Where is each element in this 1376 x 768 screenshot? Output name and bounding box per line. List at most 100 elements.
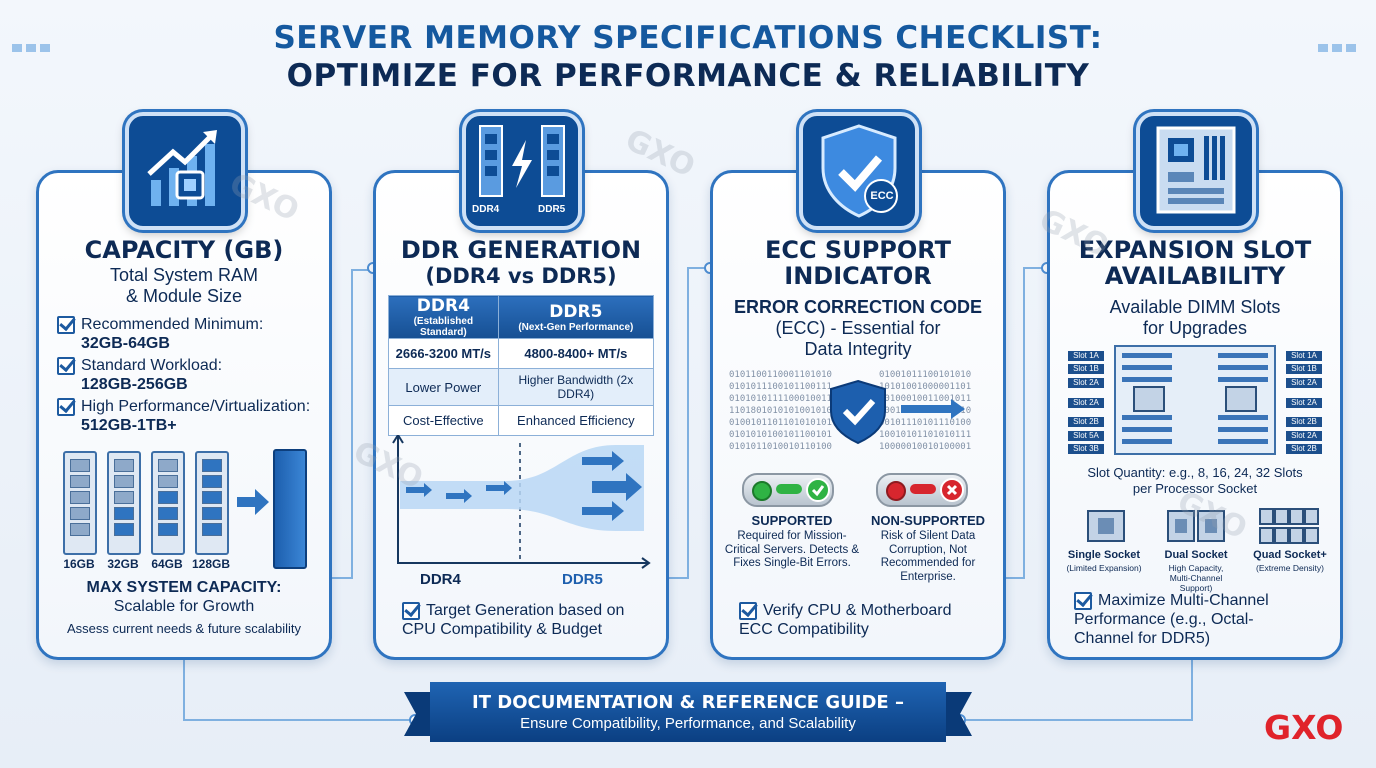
unsupported-description: Risk of Silent Data Corruption, Not Reco… <box>880 530 976 583</box>
bandwidth-flow-diagram <box>392 435 651 569</box>
svg-text:0101010111100010011: 0101010111100010011 <box>729 394 832 404</box>
svg-text:00101110101110100: 00101110101110100 <box>879 418 971 428</box>
module-label: 64GB <box>151 557 183 571</box>
slot-label: Slot 2A <box>1068 378 1104 388</box>
single-socket-icon <box>1087 510 1125 542</box>
icon-label-ddr4: DDR4 <box>472 204 500 215</box>
socket-desc: High Capacity, Multi-Channel Support) <box>1168 563 1224 593</box>
ddr-modules-icon: DDR4 DDR5 <box>462 112 582 230</box>
unsupported-indicator <box>876 473 968 507</box>
capacity-item-label: High Performance/Virtualization: <box>81 398 311 415</box>
motherboard-diagram <box>1114 345 1276 455</box>
ram-module-32gb <box>107 451 141 555</box>
expansion-title-line2: AVAILABILITY <box>1104 262 1286 290</box>
supported-description: Required for Mission-Critical Servers. D… <box>724 530 860 569</box>
ecc-shield-icon: ECC <box>799 112 919 230</box>
slot-label: Slot 1A <box>1068 351 1104 361</box>
max-capacity-subtitle: Scalable for Growth <box>113 598 255 615</box>
slot-quantity-line1: Slot Quantity: e.g., 8, 16, 24, 32 Slots <box>1087 465 1303 480</box>
slot-label: Slot 2A <box>1286 378 1322 388</box>
ram-module-16gb <box>63 451 97 555</box>
slot-label: Slot 3B <box>1068 444 1104 454</box>
socket-name: Quad Socket+ <box>1253 549 1327 561</box>
growth-chart-icon <box>125 112 245 230</box>
icon-label-ddr5: DDR5 <box>538 204 566 215</box>
socket-desc: (Extreme Density) <box>1255 563 1324 573</box>
chart-label-ddr5: DDR5 <box>562 571 603 588</box>
capacity-title: CAPACITY (GB) <box>84 236 284 264</box>
module-label: 16GB <box>63 557 95 571</box>
table-row: Lower Power Higher Bandwidth (2x DDR4) <box>388 368 655 406</box>
table-cell: Higher Bandwidth (2x DDR4) <box>497 368 655 406</box>
table-cell: 2666-3200 MT/s <box>388 338 499 369</box>
ecc-subtitle-line2: (ECC) - Essential for <box>775 318 941 338</box>
capacity-item: Standard Workload: <box>57 356 222 375</box>
capacity-value: 32GB-64GB <box>81 335 170 352</box>
capacity-subtitle-line1: Total System RAM <box>109 265 259 285</box>
slot-label: Slot 1B <box>1068 364 1104 374</box>
expansion-subtitle-line1: Available DIMM Slots <box>1109 297 1281 317</box>
ram-module-128gb <box>195 451 229 555</box>
slot-label: Slot 2A <box>1286 431 1322 441</box>
supported-title: SUPPORTED <box>751 513 833 528</box>
capacity-subtitle-line2: & Module Size <box>125 286 243 306</box>
motherboard-icon <box>1136 112 1256 230</box>
expansion-title-line1: EXPANSION SLOT <box>1078 236 1312 264</box>
page-title-line1: SERVER MEMORY SPECIFICATIONS CHECKLIST: <box>273 20 1103 56</box>
ddr4-header: DDR4(Established Standard) <box>388 295 499 339</box>
slot-label: Slot 1B <box>1286 364 1322 374</box>
table-row: Cost-Effective Enhanced Efficiency <box>388 405 655 436</box>
slot-label: Slot 2B <box>1286 417 1322 427</box>
check-circle-icon <box>806 478 830 502</box>
capacity-note: Assess current needs & future scalabilit… <box>66 621 302 636</box>
svg-text:0101011100101100111: 0101011100101100111 <box>729 382 832 392</box>
ecc-check-text: Verify CPU & Motherboard ECC Compatibili… <box>739 602 952 638</box>
svg-text:0101100110001101010: 0101100110001101010 <box>729 370 832 380</box>
ddr-title-line1: DDR GENERATION <box>400 236 642 264</box>
socket-name: Single Socket <box>1067 549 1141 561</box>
svg-text:10100010011001011: 10100010011001011 <box>879 394 971 404</box>
svg-text:0101010100101100101: 0101010100101100101 <box>729 430 832 440</box>
capacity-value: 128GB-256GB <box>81 376 188 393</box>
expansion-check-item: Maximize Multi-Channel Performance (e.g.… <box>1074 591 1304 648</box>
x-circle-icon <box>940 478 964 502</box>
capacity-item-value: 512GB-1TB+ <box>81 416 177 435</box>
table-cell: Enhanced Efficiency <box>497 405 655 436</box>
max-capacity-title: MAX SYSTEM CAPACITY: <box>86 579 282 596</box>
svg-text:10010101101010111: 10010101101010111 <box>879 430 971 440</box>
table-cell: Cost-Effective <box>388 405 499 436</box>
footer-banner: IT DOCUMENTATION & REFERENCE GUIDE – Ens… <box>430 682 946 742</box>
svg-text:1101801010101001010: 1101801010101001010 <box>729 406 832 416</box>
module-label: 128GB <box>191 557 231 571</box>
slot-label: Slot 2A <box>1286 398 1322 408</box>
page-title-line2: OPTIMIZE FOR PERFORMANCE & RELIABILITY <box>286 58 1090 94</box>
svg-text:0100101101101010101: 0100101101101010101 <box>729 418 832 428</box>
expansion-check-text: Maximize Multi-Channel Performance (e.g.… <box>1074 592 1269 647</box>
svg-text:10101001000001101: 10101001000001101 <box>879 382 971 392</box>
table-cell: 4800-8400+ MT/s <box>497 338 655 369</box>
large-ram-module <box>273 449 307 569</box>
socket-desc: (Limited Expansion) <box>1066 563 1142 573</box>
ecc-title-line1: ECC SUPPORT <box>764 236 952 264</box>
banner-line2: Ensure Compatibility, Performance, and S… <box>520 715 856 732</box>
expansion-subtitle-line2: for Upgrades <box>1142 318 1248 338</box>
ecc-badge-text: ECC <box>870 190 894 202</box>
slot-label: Slot 2A <box>1068 398 1104 408</box>
arrow-right-icon <box>237 489 269 515</box>
module-label: 32GB <box>107 557 139 571</box>
checkbox-icon <box>57 356 75 375</box>
capacity-card: CAPACITY (GB) Total System RAM & Module … <box>36 170 332 660</box>
table-row: 2666-3200 MT/s 4800-8400+ MT/s <box>388 338 655 369</box>
ddr-generation-card: DDR GENERATION (DDR4 vs DDR5) DDR4(Estab… <box>373 170 669 660</box>
expansion-slot-card: EXPANSION SLOT AVAILABILITY Available DI… <box>1047 170 1343 660</box>
svg-text:0101011010010110100: 0101011010010110100 <box>729 442 832 452</box>
slot-label: Slot 5A <box>1068 431 1104 441</box>
checkbox-icon <box>739 601 757 620</box>
checkbox-icon <box>402 601 420 620</box>
capacity-item-value: 32GB-64GB <box>81 334 170 353</box>
ecc-support-card: ECC SUPPORT INDICATOR ERROR CORRECTION C… <box>710 170 1006 660</box>
capacity-item-label: Recommended Minimum: <box>81 316 264 333</box>
slot-label: Slot 1A <box>1286 351 1322 361</box>
socket-name: Dual Socket <box>1164 549 1228 561</box>
